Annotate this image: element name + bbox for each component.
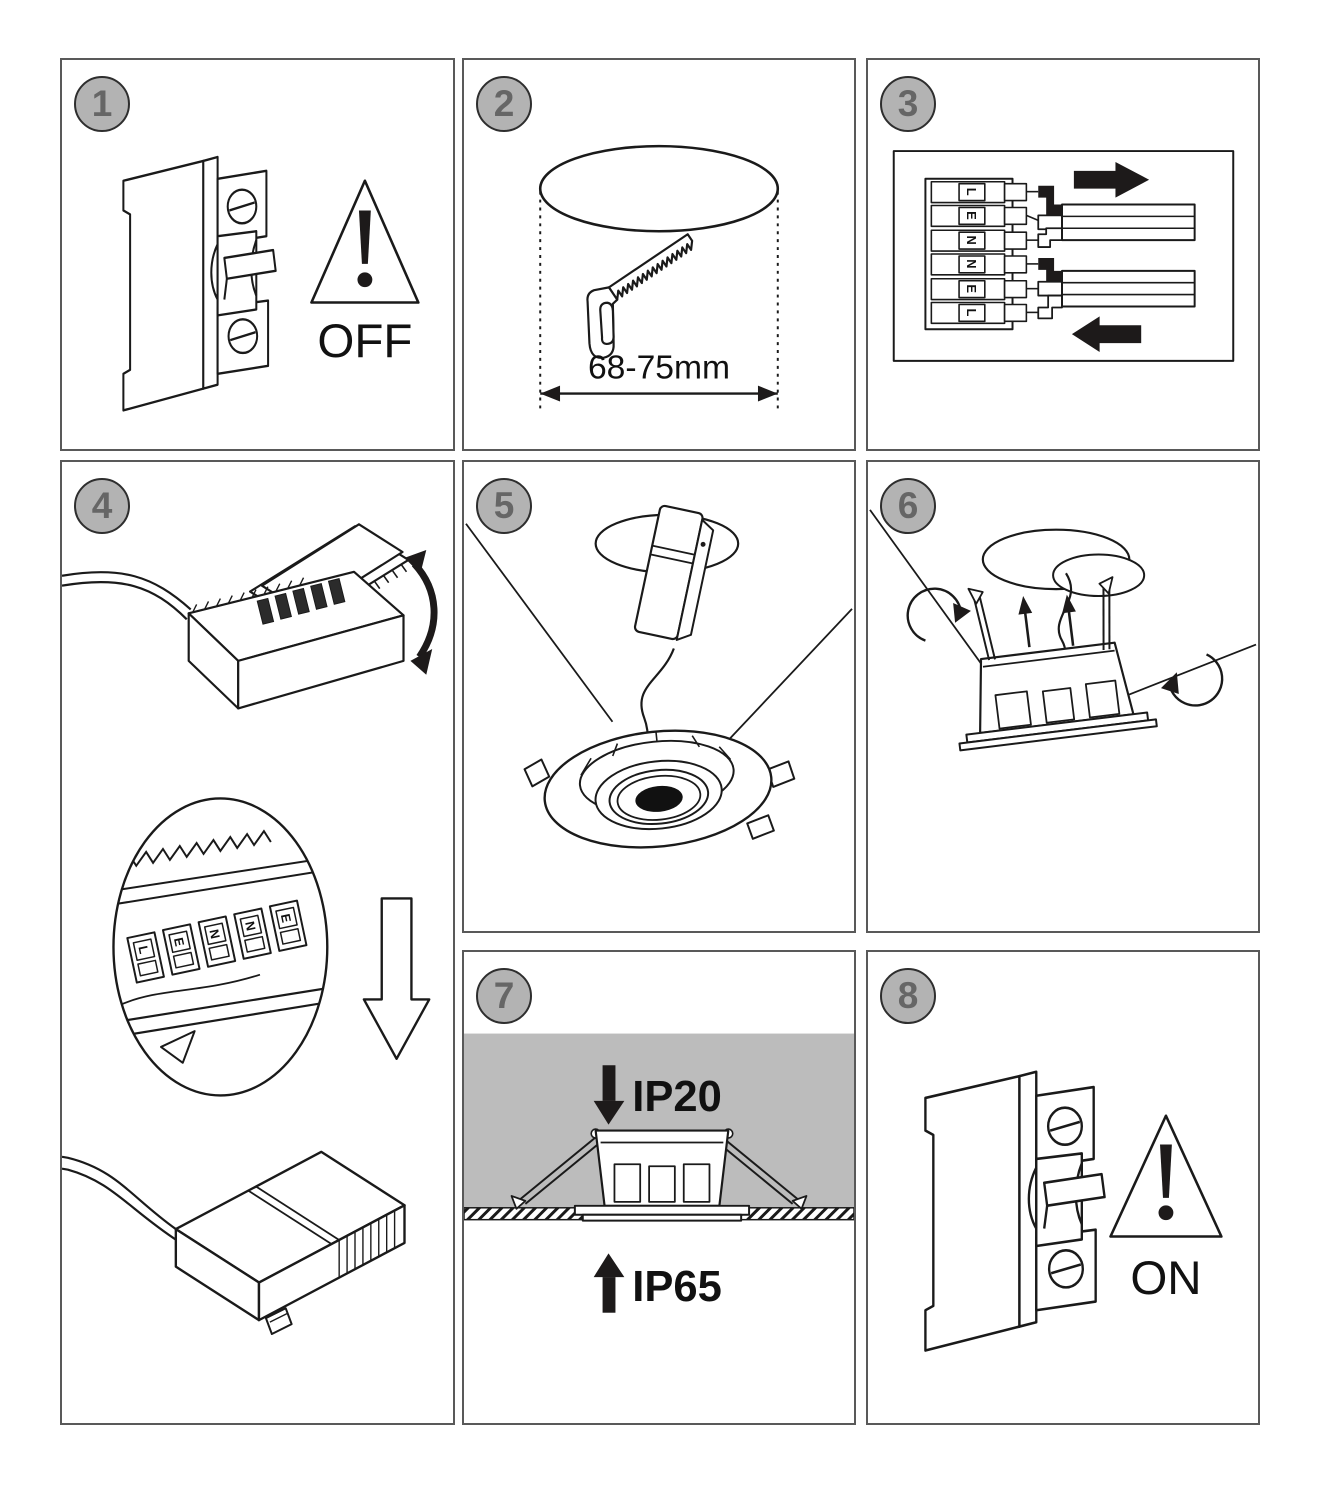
circuit-breaker-icon	[122, 155, 277, 412]
rotate-arrow-left-icon	[906, 587, 971, 642]
rotate-arrow-icon	[404, 550, 438, 675]
off-label: OFF	[317, 315, 412, 368]
ceiling-line-left	[465, 523, 614, 723]
step-5-illustration	[465, 504, 853, 849]
step-number-badge: 4	[74, 478, 130, 534]
step-number-badge: 8	[880, 968, 936, 1024]
svg-text:L: L	[135, 944, 151, 955]
ceiling-line-right	[722, 608, 853, 747]
step-2-illustration: 68-75mm	[538, 144, 780, 409]
downlight-fixture	[523, 729, 796, 849]
arrow-down-solid-icon	[593, 1065, 625, 1125]
step-panel-5: 5	[462, 460, 856, 933]
step-panel-7: IP20 IP65 7	[462, 950, 856, 1425]
step-8-illustration: ON	[924, 1070, 1223, 1352]
terminals-in-box	[256, 578, 346, 625]
terminal-label: L	[964, 308, 979, 316]
step-number-badge: 3	[880, 76, 936, 132]
warning-triangle-icon	[310, 179, 420, 304]
step-panel-1: OFF 1	[60, 58, 455, 451]
step-6-illustration	[869, 509, 1257, 752]
terminal-label: E	[964, 284, 979, 293]
step-panel-3: L E N N E L	[866, 58, 1260, 451]
driver-box-open	[62, 523, 410, 710]
step-number-badge: 2	[476, 76, 532, 132]
wire-stubs	[1026, 190, 1039, 314]
arrow-left-icon	[1071, 316, 1142, 352]
terminal-block: L E N N E L	[924, 177, 1028, 331]
ip65-label: IP65	[632, 1263, 722, 1311]
ceiling-line-right	[1115, 643, 1257, 701]
spring-arm-right	[1098, 576, 1114, 650]
svg-text:E: E	[278, 912, 295, 924]
terminal-label: E	[964, 211, 979, 220]
arrow-up-solid-icon	[593, 1253, 625, 1313]
step-1-illustration: OFF	[122, 155, 420, 412]
ceiling-line-left	[869, 509, 990, 675]
fixture-push-up	[958, 576, 1158, 752]
step-panel-2: 68-75mm 2	[462, 58, 856, 451]
svg-text:N: N	[207, 928, 224, 940]
step-3-illustration: L E N N E L	[892, 150, 1235, 362]
spring-arm-left	[967, 587, 996, 661]
arrow-down-outline-icon	[362, 897, 431, 1060]
arrow-up-icon	[1018, 594, 1076, 648]
driver-into-hole	[633, 504, 715, 641]
hole-dimension-label: 68-75mm	[588, 350, 730, 387]
svg-text:N: N	[242, 920, 259, 932]
mains-cable-bottom	[1037, 257, 1196, 320]
step-number-badge: 5	[476, 478, 532, 534]
rotate-arrow-right-icon	[1160, 653, 1224, 707]
hole-saw-icon	[586, 233, 694, 359]
step-panel-4: L E N	[60, 460, 455, 1425]
warning-triangle-icon	[1109, 1114, 1223, 1238]
step-4-illustration: L E N	[62, 523, 438, 1335]
terminal-label: N	[964, 259, 979, 268]
step-number-badge: 7	[476, 968, 532, 1024]
on-label: ON	[1130, 1252, 1201, 1305]
driver-box-closed	[62, 1150, 406, 1335]
step-panel-8: ON 8	[866, 950, 1260, 1425]
ip20-label: IP20	[632, 1073, 722, 1121]
step-number-badge: 6	[880, 478, 936, 534]
magnified-terminals: L E N	[126, 899, 308, 984]
terminal-label: N	[964, 235, 979, 244]
terminal-label: L	[964, 188, 979, 196]
step-7-illustration: IP20 IP65	[464, 1033, 854, 1313]
magnifier-detail: L E N	[112, 797, 329, 1097]
step-number-badge: 1	[74, 76, 130, 132]
cable-slack-loop	[1052, 553, 1146, 598]
step-panel-6: 6	[866, 460, 1260, 933]
ceiling-hole-ellipse	[538, 144, 780, 233]
circuit-breaker-icon	[924, 1070, 1106, 1352]
recessed-fixture-section	[510, 1128, 808, 1222]
dimension-arrow	[540, 385, 778, 402]
mains-cable-top	[1037, 185, 1196, 248]
svg-text:E: E	[171, 936, 188, 948]
